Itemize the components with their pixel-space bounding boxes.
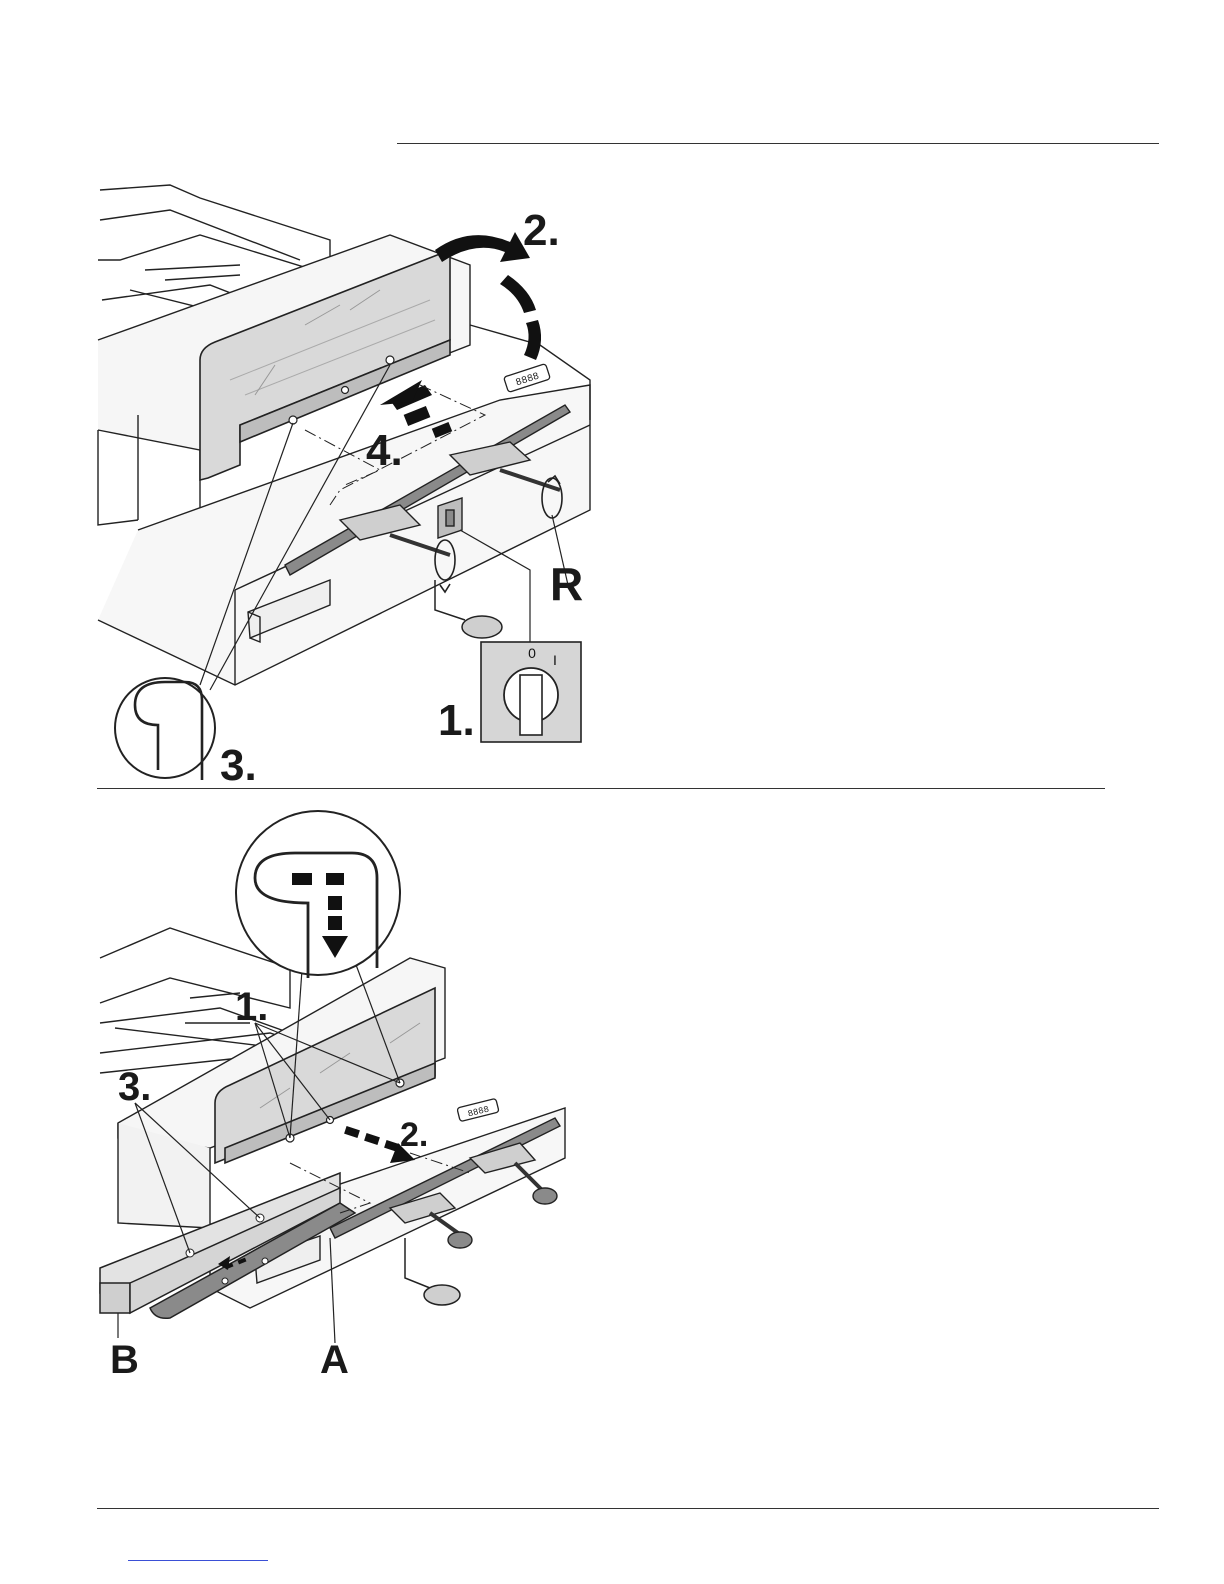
step-slide-label: 4. <box>366 426 403 475</box>
footer-link-underline[interactable] <box>128 1560 268 1561</box>
section-divider <box>97 788 1105 789</box>
figure-blade-removal-drawing: 8888 <box>90 808 610 1393</box>
header-rule <box>397 143 1159 144</box>
part-b-label: B <box>110 1338 139 1382</box>
step-screws-label: 3. <box>220 741 257 785</box>
main-switch-panel: 0 I <box>481 642 581 742</box>
figure-cover-removal-drawing: 8888 <box>90 180 610 785</box>
footer-rule <box>97 1508 1159 1509</box>
figure-cover-removal: 8888 <box>90 180 610 785</box>
switch-on-label: I <box>553 652 557 668</box>
part-a-label: A <box>320 1338 349 1382</box>
detail-keyhole-circle <box>115 678 215 780</box>
step-cover-label: 2. <box>523 206 560 255</box>
step-holes-label: 3. <box>118 1065 151 1109</box>
crank-handle-bottom <box>405 1238 460 1305</box>
step-screws-label-bottom: 1. <box>235 985 268 1029</box>
step-slide-label-bottom: 2. <box>400 1116 428 1154</box>
figure-blade-removal: 8888 <box>90 808 610 1393</box>
step-switch-label: 1. <box>438 696 475 745</box>
knob-label: R <box>550 558 583 610</box>
crank-handle <box>435 580 502 638</box>
switch-off-label: 0 <box>528 645 536 661</box>
detail-keyhole-arrow-circle <box>236 811 400 978</box>
digital-display: 8888 <box>504 364 551 393</box>
digital-display-bottom: 8888 <box>457 1098 499 1121</box>
